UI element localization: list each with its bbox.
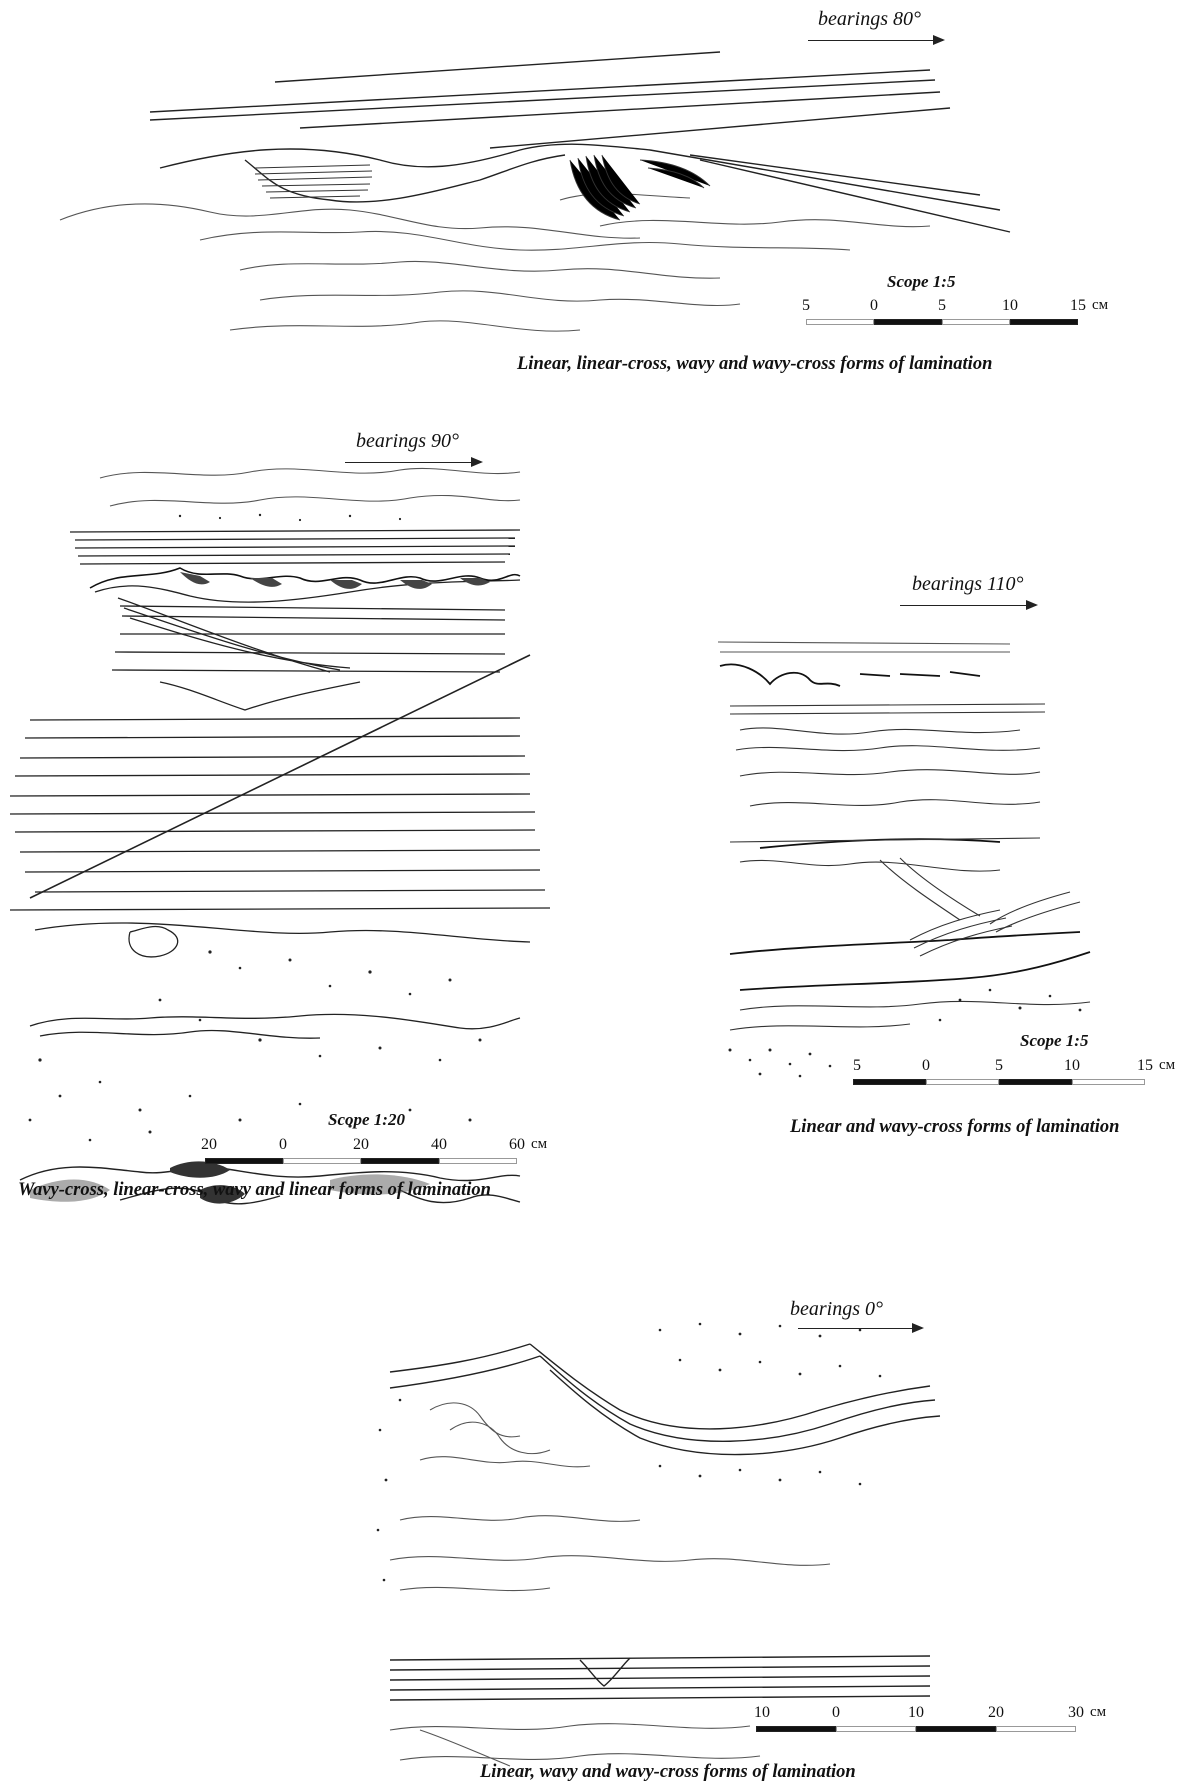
panel-4: bearings 0° 10 0 10 20 30 см Linear, wav… <box>360 1290 1195 1790</box>
scale-bar: 5 0 5 10 15 см <box>806 297 1106 329</box>
scale-segment <box>283 1158 361 1164</box>
scale-tick: 10 <box>908 1704 924 1722</box>
bearing-arrow <box>798 1328 922 1329</box>
scale-tick: 5 <box>995 1057 1003 1075</box>
scale-segment <box>853 1079 926 1085</box>
scale-tick: 60 <box>509 1136 525 1154</box>
scale-segment <box>836 1726 916 1732</box>
scale-tick: 0 <box>279 1136 287 1154</box>
scale-unit: см <box>1090 1704 1106 1721</box>
scale-segment <box>806 319 874 325</box>
scale-segment <box>205 1158 283 1164</box>
scale-tick: 40 <box>431 1136 447 1154</box>
scale-segment <box>999 1079 1072 1085</box>
scale-tick: 10 <box>754 1704 770 1722</box>
scale-title: Scope 1:5 <box>1020 1031 1088 1051</box>
scale-tick: 15 <box>1070 297 1086 315</box>
scale-bar: 20 0 20 40 60 см <box>205 1136 565 1168</box>
bearing-label: bearings 90° <box>356 430 459 453</box>
bearing-label: bearings 80° <box>818 8 921 31</box>
scale-tick: 5 <box>853 1057 861 1075</box>
scale-tick: 5 <box>802 297 810 315</box>
bearing-arrow <box>808 40 943 41</box>
panel-2: bearings 90° Scope 1:20 20 0 20 40 60 см… <box>0 420 600 1220</box>
scale-segment <box>926 1079 999 1085</box>
bearing-label: bearings 110° <box>912 573 1024 596</box>
figure-caption: Wavy-cross, linear-cross, wavy and linea… <box>18 1180 491 1201</box>
figure-caption: Linear, linear-cross, wavy and wavy-cros… <box>517 354 992 375</box>
scale-tick: 20 <box>353 1136 369 1154</box>
scale-tick: 20 <box>988 1704 1004 1722</box>
scale-tick: 15 <box>1137 1057 1153 1075</box>
scale-unit: см <box>1159 1057 1175 1074</box>
bearing-label: bearings 0° <box>790 1298 883 1321</box>
scale-segment <box>439 1158 517 1164</box>
panel-2-lamination-drawing <box>0 420 600 1220</box>
scale-tick: 0 <box>832 1704 840 1722</box>
panel-3: bearings 110° Scope 1:5 5 0 5 10 15 см L… <box>700 580 1195 1150</box>
bearing-arrow <box>345 462 481 463</box>
figure-caption: Linear, wavy and wavy-cross forms of lam… <box>480 1762 856 1783</box>
scale-segment <box>874 319 942 325</box>
scale-segment <box>996 1726 1076 1732</box>
scale-bar: 10 0 10 20 30 см <box>756 1704 1136 1736</box>
scale-tick: 10 <box>1064 1057 1080 1075</box>
scale-segment <box>916 1726 996 1732</box>
scale-tick: 0 <box>922 1057 930 1075</box>
scale-title: Scope 1:5 <box>887 272 955 292</box>
scale-unit: см <box>531 1136 547 1153</box>
scale-segment <box>361 1158 439 1164</box>
scale-tick: 10 <box>1002 297 1018 315</box>
scale-tick: 5 <box>938 297 946 315</box>
panel-1-lamination-drawing <box>0 0 1195 390</box>
scale-unit: см <box>1092 297 1108 314</box>
scale-segment <box>756 1726 836 1732</box>
bearing-arrow <box>900 605 1036 606</box>
scale-tick: 20 <box>201 1136 217 1154</box>
figure-caption: Linear and wavy-cross forms of laminatio… <box>790 1117 1119 1138</box>
scale-segment <box>1010 319 1078 325</box>
scale-bar: 5 0 5 10 15 см <box>853 1057 1193 1089</box>
scale-segment <box>942 319 1010 325</box>
panel-1: bearings 80° Scope 1:5 5 0 5 10 15 см Li… <box>0 0 1195 390</box>
scale-segment <box>1072 1079 1145 1085</box>
scale-tick: 30 <box>1068 1704 1084 1722</box>
scale-tick: 0 <box>870 297 878 315</box>
scale-title: Scope 1:20 <box>328 1110 405 1130</box>
